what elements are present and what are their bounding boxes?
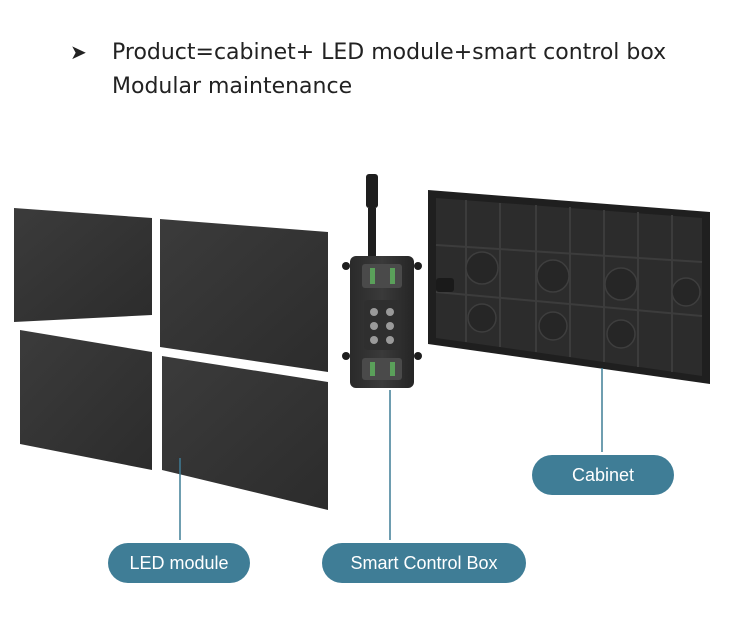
control-box-port-panel-top [362,264,402,288]
smart-control-box-illustration [342,174,422,388]
cable [368,208,376,258]
label-led-module: LED module [108,543,250,583]
arrowhead-bullet-icon: ➤ [70,40,87,64]
header-line-1: ➤ Product=cabinet+ LED module+smart cont… [70,36,666,68]
leader-lines [179,368,603,540]
led-module-panel-bottom-left [20,330,152,470]
led-module-panel-top-left [14,208,152,322]
control-box-port-panel-bottom [362,358,402,380]
product-formula-text: Product=cabinet+ LED module+smart contro… [112,39,667,65]
led-module-panel-bottom-right [162,356,328,510]
cabinet-handle [436,278,454,292]
led-module-panel-top-right [160,219,328,372]
label-cabinet: Cabinet [532,455,674,495]
cabinet-illustration [428,190,710,384]
control-box-vent [364,300,400,350]
label-smart-control-box: Smart Control Box [322,543,526,583]
led-module-grid [14,208,328,510]
header-line-2: Modular maintenance [112,74,353,99]
cable-connector [366,174,378,208]
header: ➤ Product=cabinet+ LED module+smart cont… [70,36,666,100]
